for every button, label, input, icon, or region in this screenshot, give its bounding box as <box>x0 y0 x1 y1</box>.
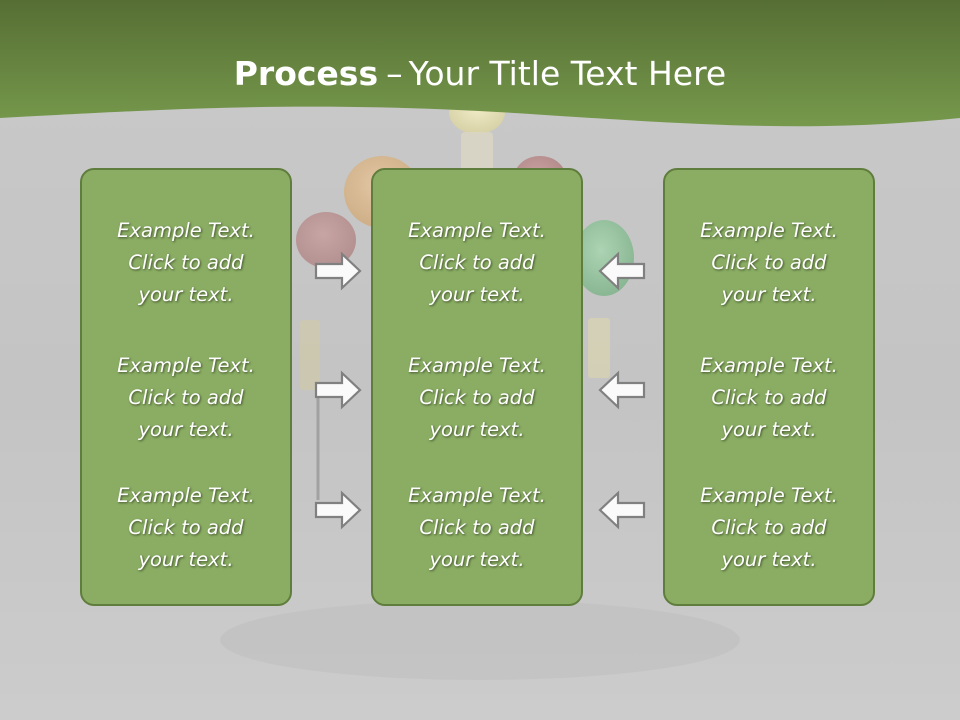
text-line: Click to add <box>128 386 244 409</box>
text-placeholder[interactable]: Example Text. Click to add your text. <box>82 350 290 446</box>
left-arrow-icon <box>598 251 646 291</box>
text-line: Click to add <box>419 251 535 274</box>
text-line: Click to add <box>711 516 827 539</box>
text-line: Example Text. <box>117 354 255 377</box>
text-line: your text. <box>138 548 234 571</box>
left-arrow-icon <box>598 370 646 410</box>
center-column-box[interactable]: Example Text. Click to add your text. Ex… <box>371 168 583 606</box>
right-column-box[interactable]: Example Text. Click to add your text. Ex… <box>663 168 875 606</box>
text-placeholder[interactable]: Example Text. Click to add your text. <box>82 480 290 576</box>
right-arrow-icon <box>314 251 362 291</box>
left-column-box[interactable]: Example Text. Click to add your text. Ex… <box>80 168 292 606</box>
text-line: Example Text. <box>408 219 546 242</box>
right-arrow-icon <box>314 370 362 410</box>
page-title[interactable]: Process–Your Title Text Here <box>0 48 960 100</box>
text-line: Example Text. <box>117 484 255 507</box>
title-rest: Your Title Text Here <box>408 54 727 93</box>
text-line: Click to add <box>419 386 535 409</box>
text-line: your text. <box>721 283 817 306</box>
text-line: Click to add <box>128 251 244 274</box>
text-line: Example Text. <box>700 354 838 377</box>
text-line: Click to add <box>419 516 535 539</box>
text-placeholder[interactable]: Example Text. Click to add your text. <box>82 215 290 311</box>
left-arrow-icon <box>598 490 646 530</box>
text-placeholder[interactable]: Example Text. Click to add your text. <box>665 350 873 446</box>
text-line: Example Text. <box>700 484 838 507</box>
text-placeholder[interactable]: Example Text. Click to add your text. <box>373 480 581 576</box>
text-placeholder[interactable]: Example Text. Click to add your text. <box>373 215 581 311</box>
text-line: Example Text. <box>408 484 546 507</box>
right-arrow-icon <box>314 490 362 530</box>
text-placeholder[interactable]: Example Text. Click to add your text. <box>373 350 581 446</box>
text-line: Example Text. <box>700 219 838 242</box>
text-line: your text. <box>138 418 234 441</box>
text-line: your text. <box>429 548 525 571</box>
text-placeholder[interactable]: Example Text. Click to add your text. <box>665 480 873 576</box>
text-line: your text. <box>721 418 817 441</box>
text-line: your text. <box>721 548 817 571</box>
text-line: Example Text. <box>117 219 255 242</box>
text-line: your text. <box>138 283 234 306</box>
text-line: your text. <box>429 283 525 306</box>
header-band <box>0 0 960 127</box>
title-bold: Process <box>233 54 379 93</box>
text-line: Click to add <box>711 251 827 274</box>
text-line: Example Text. <box>408 354 546 377</box>
text-line: Click to add <box>128 516 244 539</box>
text-line: your text. <box>429 418 525 441</box>
text-placeholder[interactable]: Example Text. Click to add your text. <box>665 215 873 311</box>
title-separator: – <box>386 54 403 93</box>
text-line: Click to add <box>711 386 827 409</box>
